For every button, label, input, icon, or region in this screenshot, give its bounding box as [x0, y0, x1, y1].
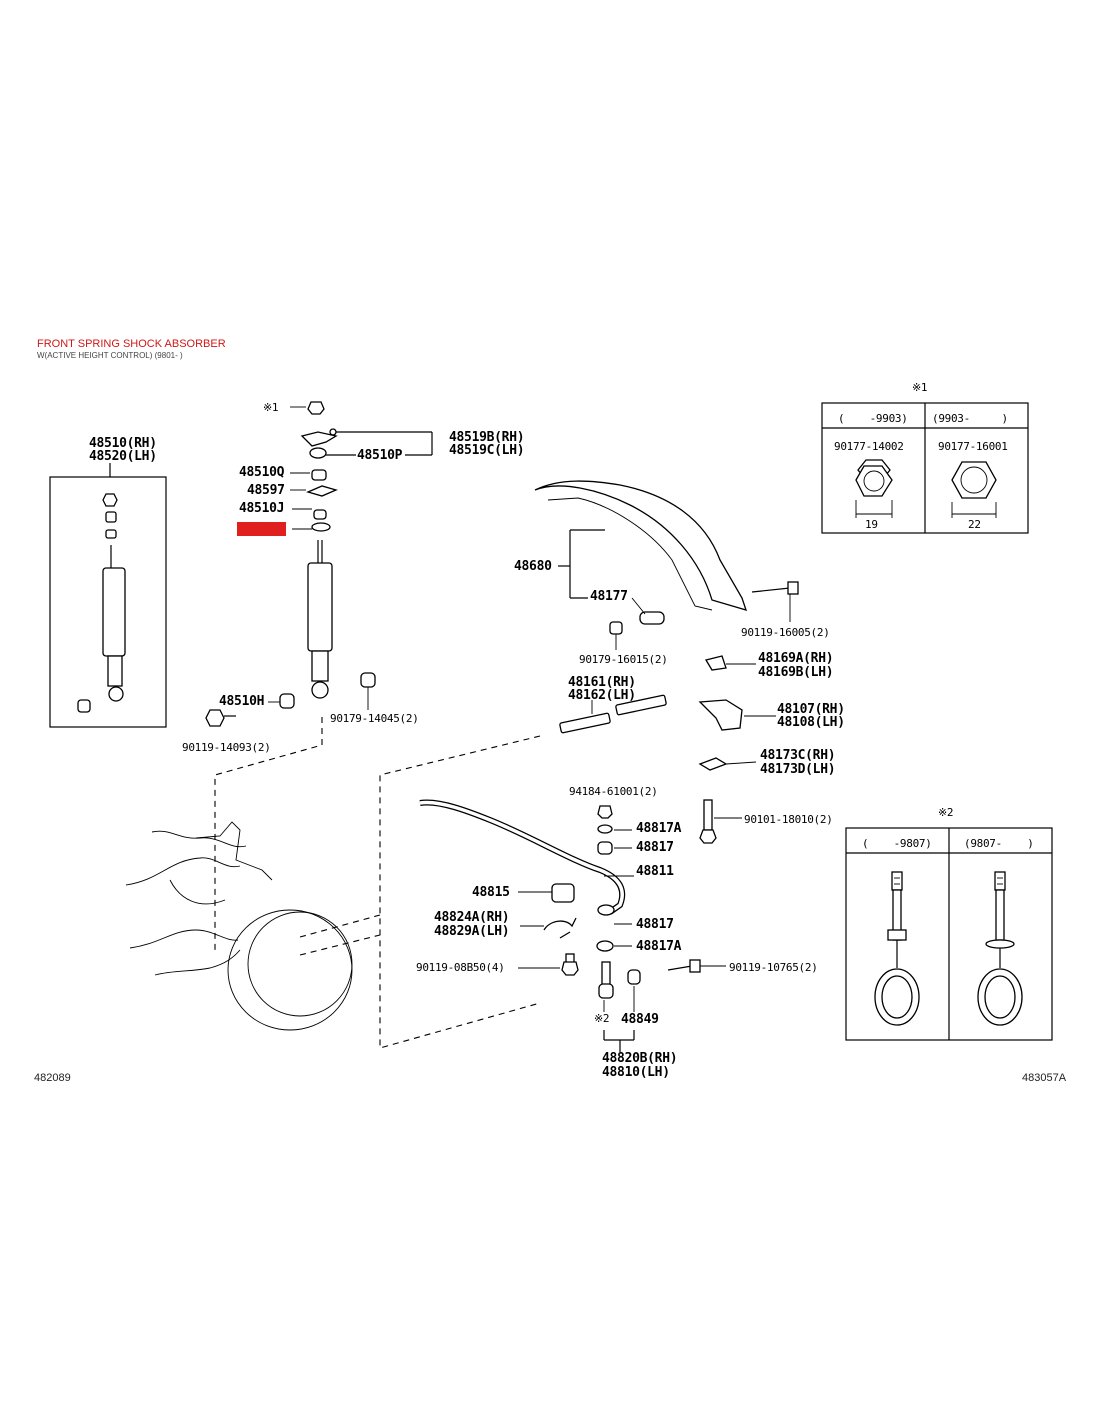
- label-48510b-highlighted[interactable]: 48510B: [237, 521, 287, 536]
- table-2-col2-head: (9807- ): [964, 837, 1034, 850]
- bolt-icon: [699, 799, 717, 844]
- cushion-icon: [313, 509, 327, 520]
- label-48824a: 48824A(RH): [434, 910, 510, 925]
- label-48510p: 48510P: [357, 448, 403, 463]
- washer-icon: [597, 904, 615, 916]
- table-1-frame: [821, 402, 1029, 534]
- label-48817-top: 48817: [636, 840, 674, 855]
- shock-absorber-icon: [77, 493, 126, 713]
- label-48810: 48810(LH): [602, 1065, 670, 1080]
- label-48510h: 48510H: [219, 694, 265, 709]
- label-48173c: 48173C(RH): [760, 748, 836, 763]
- bracket-icon: [704, 655, 727, 671]
- cushion-icon: [309, 447, 327, 459]
- label-48510-rh: 48510(RH): [89, 436, 157, 451]
- table-1-col1-size: 19: [865, 518, 878, 531]
- label-48811: 48811: [636, 864, 674, 879]
- illustration-code-left: 482089: [34, 1072, 71, 1084]
- illustration-code-right: 483057A: [1022, 1072, 1067, 1084]
- label-48169a: 48169A(RH): [758, 651, 834, 666]
- bolt-icon: [751, 581, 799, 622]
- bracket-icon: [543, 917, 577, 939]
- label-90119-16005: 90119-16005(2): [741, 626, 830, 639]
- note-mark-1: ※1: [263, 401, 279, 414]
- label-48680: 48680: [514, 559, 552, 574]
- label-48849: 48849: [621, 1012, 659, 1027]
- table-2-col1-head: ( -9807): [862, 837, 932, 850]
- link-icon: [598, 961, 614, 999]
- label-90101-18010: 90101-18010(2): [744, 813, 833, 826]
- link-icon: [977, 871, 1023, 1026]
- washer-icon: [306, 485, 338, 497]
- cushion-icon: [627, 969, 641, 985]
- crossmember-icon: [534, 480, 748, 611]
- bolt-icon: [205, 709, 236, 727]
- label-48510j: 48510J: [239, 501, 285, 516]
- label-90119-08b50: 90119-08B50(4): [416, 961, 505, 974]
- label-90179-16015: 90179-16015(2): [579, 653, 668, 666]
- nut-icon: [307, 401, 325, 415]
- label-48817-bottom: 48817: [636, 917, 674, 932]
- label-48817a-bottom: 48817A: [636, 939, 682, 954]
- label-90179-14045: 90179-14045(2): [330, 712, 419, 725]
- table-2-frame: [845, 827, 1053, 1041]
- label-48162: 48162(LH): [568, 688, 636, 703]
- cushion-icon: [609, 621, 623, 635]
- cushion-icon: [639, 611, 665, 625]
- bolt-icon: [667, 959, 701, 973]
- label-48519c: 48519C(LH): [449, 443, 525, 458]
- label-48815: 48815: [472, 885, 510, 900]
- label-48169b: 48169B(LH): [758, 665, 834, 680]
- label-48519b: 48519B(RH): [449, 430, 525, 445]
- label-48107: 48107(RH): [777, 702, 845, 717]
- label-48520-lh: 48520(LH): [89, 449, 157, 464]
- washer-icon: [597, 824, 613, 834]
- nut-icon: [597, 805, 613, 819]
- label-90119-10765: 90119-10765(2): [729, 961, 818, 974]
- shock-absorber-icon: [307, 562, 333, 652]
- link-icon: [874, 871, 920, 1026]
- note-mark-2: ※2: [594, 1012, 610, 1025]
- diagram-title: FRONT SPRING SHOCK ABSORBER: [37, 338, 226, 350]
- table-1-col2-size: 22: [968, 518, 981, 531]
- washer-icon: [596, 940, 614, 952]
- label-48108: 48108(LH): [777, 715, 845, 730]
- table-2-mark: ※2: [938, 806, 954, 819]
- washer-icon: [311, 522, 331, 532]
- label-48820b: 48820B(RH): [602, 1051, 678, 1066]
- shock-assembly-box: [49, 476, 167, 728]
- bracket-icon: [698, 699, 743, 731]
- table-1-col2-part: 90177-16001: [938, 440, 1008, 453]
- diagram-subtitle: W(ACTIVE HEIGHT CONTROL) (9801- ): [37, 351, 183, 360]
- bracket-icon: [300, 428, 338, 447]
- label-48173d: 48173D(LH): [760, 762, 836, 777]
- nut-icon: [855, 459, 893, 518]
- label-48510q: 48510Q: [239, 465, 285, 480]
- label-90119-14093: 90119-14093(2): [182, 741, 271, 754]
- table-1-col1-part: 90177-14002: [834, 440, 904, 453]
- label-48177: 48177: [590, 589, 628, 604]
- label-48829a: 48829A(LH): [434, 924, 510, 939]
- link-icon: [559, 694, 667, 734]
- table-1-mark: ※1: [912, 381, 928, 394]
- table-1-col1-head: ( -9903): [838, 412, 908, 425]
- bracket-icon: [698, 757, 728, 771]
- cushion-icon: [311, 469, 327, 481]
- label-48817a-top: 48817A: [636, 821, 682, 836]
- knuckle-icon: [125, 821, 353, 1031]
- cushion-icon: [360, 672, 376, 688]
- table-1-col2-head: (9903- ): [932, 412, 1008, 425]
- bolt-icon: [561, 953, 579, 976]
- nut-icon: [951, 461, 997, 518]
- label-48597: 48597: [247, 483, 285, 498]
- cushion-icon: [551, 883, 575, 903]
- label-94184-61001: 94184-61001(2): [569, 785, 658, 798]
- cushion-icon: [597, 841, 613, 855]
- cushion-icon: [279, 693, 295, 709]
- label-48161: 48161(RH): [568, 675, 636, 690]
- stabilizer-bar-icon: [419, 800, 624, 914]
